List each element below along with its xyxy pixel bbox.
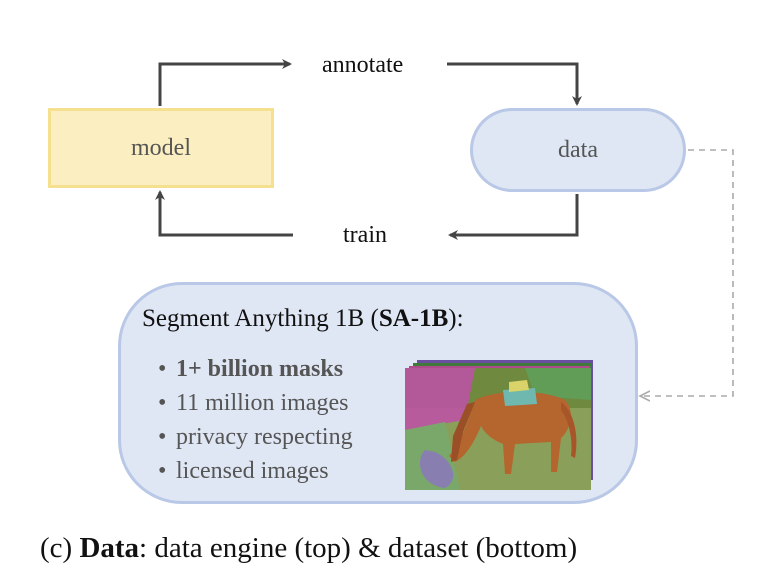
dataset-title-bold: SA-1B <box>378 305 449 332</box>
caption-bold: Data <box>79 532 140 564</box>
dataset-bullet-list: • 1+ billion masks • 11 million images • pr… <box>158 352 353 488</box>
bullet-item: • licensed images <box>158 454 353 488</box>
bullet-item: • 1+ billion masks <box>158 352 353 386</box>
annotate-arrow-right <box>447 62 582 106</box>
bullet-dot: • <box>158 424 167 450</box>
bullet-text: privacy respecting <box>176 424 353 450</box>
dataset-title-suffix: ): <box>448 305 464 332</box>
bullet-item: • 11 million images <box>158 386 353 420</box>
bullet-dot: • <box>158 356 167 382</box>
bullet-item: • privacy respecting <box>158 420 353 454</box>
annotate-label: annotate <box>322 52 404 78</box>
train-label: train <box>343 222 387 248</box>
annotate-arrow-left <box>158 59 292 106</box>
dataset-title-prefix: Segment Anything 1B ( <box>142 305 379 332</box>
caption-prefix: (c) <box>40 532 80 564</box>
bullet-text: 1+ billion masks <box>176 356 344 382</box>
data-node: data <box>470 108 686 192</box>
train-arrow-left <box>155 190 293 237</box>
data-label: data <box>558 136 598 163</box>
model-node: model <box>48 108 274 188</box>
bullet-text: licensed images <box>176 458 329 484</box>
sa1b-image-stack <box>405 360 593 490</box>
dataset-title: Segment Anything 1B (SA-1B): <box>142 305 464 333</box>
model-label: model <box>131 134 191 161</box>
train-arrow-right <box>448 194 579 240</box>
bullet-dot: • <box>158 458 167 484</box>
bullet-dot: • <box>158 390 167 416</box>
figure-caption: (c) Data: data engine (top) & dataset (b… <box>40 532 577 565</box>
caption-rest: : data engine (top) & dataset (bottom) <box>139 532 578 564</box>
bullet-text: 11 million images <box>176 390 349 416</box>
horse-image <box>405 368 591 490</box>
